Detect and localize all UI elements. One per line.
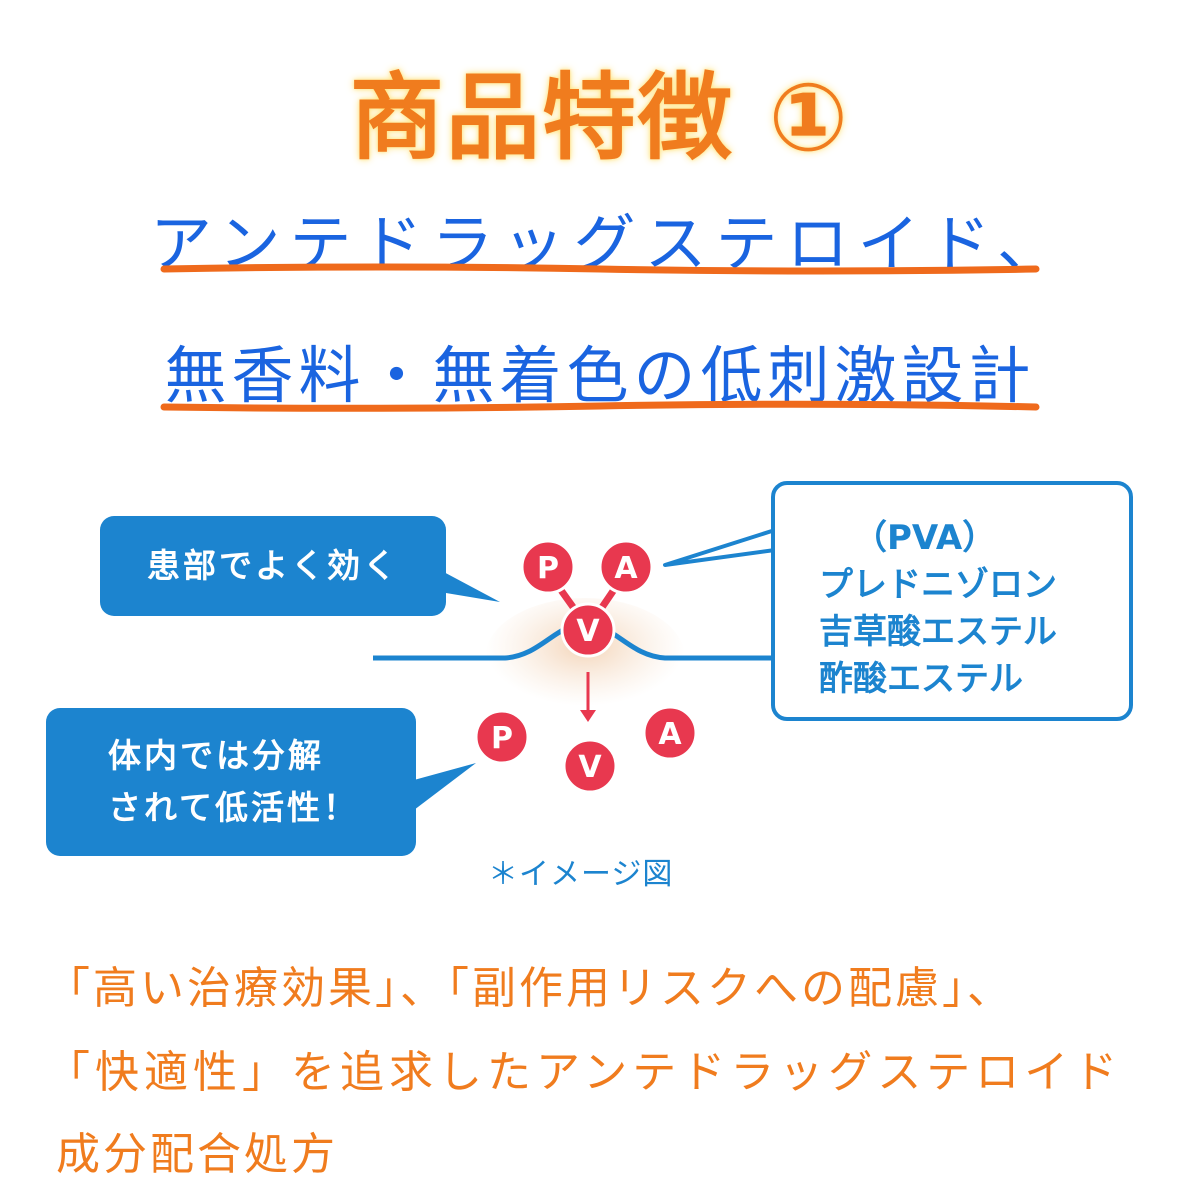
page-title: 商品特徴 ①	[349, 64, 851, 173]
info-box-abbrev: （PVA）	[853, 518, 997, 558]
info-box-tail	[663, 528, 777, 567]
svg-text:A: A	[614, 551, 638, 586]
molecule-a-top: A	[598, 539, 654, 595]
svg-text:V: V	[578, 750, 602, 785]
svg-text:P: P	[537, 551, 559, 586]
headline-underline-1	[160, 263, 1040, 275]
headline-line-2: 無香料・無着色の低刺激設計	[164, 339, 1036, 412]
footer-line-1: 「高い治療効果」、「副作用リスクへの配慮」、	[46, 963, 1014, 1014]
headline-underline-2	[160, 400, 1040, 412]
bubble-effective-on-affected-area: 患部でよく効く	[100, 516, 446, 616]
svg-text:V: V	[576, 614, 600, 649]
footer-line-2: 「快適性」を追求したアンテドラッグステロイド	[46, 1047, 1123, 1098]
info-box-line-3: 吉草酸エステル	[819, 612, 1057, 652]
diagram-graphic: P A V P V A	[373, 528, 777, 810]
svg-text:P: P	[491, 721, 513, 756]
info-box-line-4: 酢酸エステル	[819, 659, 1023, 699]
bubble-bottom-tail	[414, 763, 476, 810]
bubble-bottom-line-2: されて低活性！	[108, 788, 360, 827]
molecule-v-bottom: V	[562, 738, 618, 794]
inflammation-area	[485, 598, 685, 718]
molecule-p-bottom: P	[474, 709, 530, 765]
footer-line-3: 成分配合処方	[56, 1129, 338, 1180]
svg-text:A: A	[658, 717, 682, 752]
bubble-top-tail	[440, 570, 500, 602]
breakdown-arrow	[580, 672, 596, 722]
bubble-low-activity-in-body: 体内では分解 されて低活性！	[46, 708, 416, 856]
molecule-v-top: V	[560, 602, 616, 658]
molecule-a-bottom: A	[642, 705, 698, 761]
info-box-line-2: プレドニゾロン	[819, 565, 1057, 605]
molecule-p-top: P	[520, 539, 576, 595]
image-note: ＊イメージ図	[488, 857, 674, 892]
ingredient-info-box: （PVA） プレドニゾロン 吉草酸エステル 酢酸エステル	[771, 481, 1133, 721]
bubble-bottom-line-1: 体内では分解	[108, 736, 324, 775]
